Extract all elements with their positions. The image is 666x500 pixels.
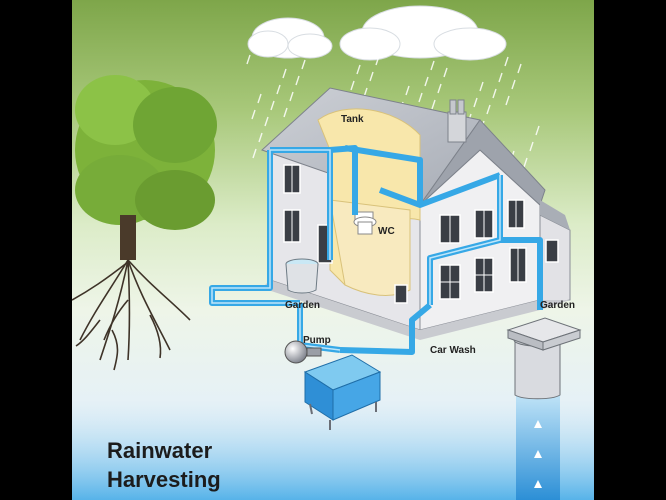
wc-icon [353, 211, 377, 235]
rain-drop [430, 60, 435, 71]
rain-drop [418, 92, 423, 103]
rain-drop [350, 80, 355, 91]
label-garden-left: Garden [285, 300, 320, 311]
rain-drop [405, 85, 410, 96]
rain-drop [295, 75, 300, 86]
label-tank: Tank [341, 114, 364, 125]
rain-drop [505, 95, 510, 106]
rain-drop [251, 109, 256, 120]
title-line-2: Harvesting [107, 467, 221, 492]
rain-drop [437, 83, 442, 94]
rain-drop [535, 125, 540, 136]
rain-drop [257, 93, 262, 104]
rain-drop [301, 59, 306, 70]
rain-drop [270, 100, 275, 111]
rain-drop [431, 99, 436, 110]
cloud-icon [339, 5, 507, 61]
rain-drop [443, 67, 448, 78]
soakaway-icon [506, 317, 582, 500]
rain-drop [258, 132, 263, 143]
label-wc: WC [378, 226, 395, 237]
rainwater-harvesting-diagram: Tank WC Garden Garden Pump Car Wash Rain… [72, 0, 594, 500]
rain-drop [504, 56, 509, 67]
pump-icon [284, 340, 322, 364]
pipe-car-wash [339, 302, 432, 355]
rainwater-scene: Tank WC Garden Garden Pump Car Wash Rain… [72, 0, 594, 500]
rain-drop [289, 91, 294, 102]
rain-drop [479, 81, 484, 92]
storage-tank-icon [303, 354, 382, 430]
rain-drop [473, 97, 478, 108]
rain-drop [375, 55, 380, 66]
rain-drop [529, 141, 534, 152]
tree-icon [72, 75, 217, 371]
pipe-garden-right [500, 237, 543, 310]
rain-drop [252, 148, 257, 159]
rain-drop [282, 68, 287, 79]
window-mullions [291, 165, 519, 299]
rain-drop [264, 116, 269, 127]
label-pump: Pump [303, 335, 331, 346]
title-line-1: Rainwater [107, 438, 213, 463]
rain-drop [492, 88, 497, 99]
label-garden-right: Garden [540, 300, 575, 311]
rain-drop [523, 157, 528, 168]
rain-drop [498, 72, 503, 83]
rain-drop [246, 54, 251, 65]
gutter-front [378, 172, 502, 208]
rain-drop [356, 64, 361, 75]
rain-drop [486, 104, 491, 115]
cloud-icon [247, 17, 333, 59]
water-butt-icon [285, 258, 319, 294]
tree-roots [72, 259, 191, 371]
rain-drop [424, 76, 429, 87]
rain-drop [517, 63, 522, 74]
label-car-wash: Car Wash [430, 345, 476, 356]
rain-drop [283, 107, 288, 118]
pipe-to-tank [344, 145, 423, 205]
rain-drop [276, 84, 281, 95]
rain-drop [369, 71, 374, 82]
rain-drop [511, 79, 516, 90]
